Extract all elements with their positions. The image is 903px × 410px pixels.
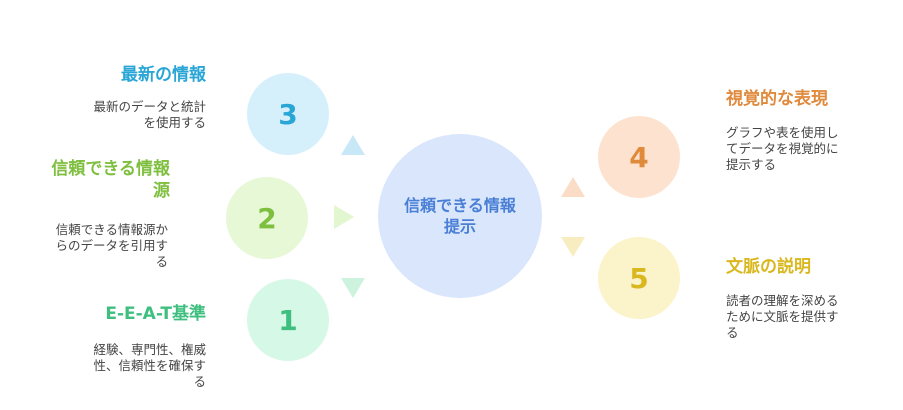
node-desc-1: 経験、専門性、権威 性、信頼性を確保す る <box>93 342 206 389</box>
arrow-node-4 <box>561 177 585 197</box>
node-title-3: 最新の情報 <box>121 65 206 85</box>
node-number-5: 5 <box>629 261 649 295</box>
node-number-4: 4 <box>629 140 649 174</box>
arrow-node-1 <box>341 278 365 298</box>
node-title-2: 信頼できる情報 源 <box>51 159 170 201</box>
node-desc-2: 信頼できる情報源か らのデータを引用す る <box>55 222 168 269</box>
node-title-4: 視覚的な表現 <box>726 89 828 109</box>
arrow-node-2 <box>334 205 354 229</box>
node-desc-3: 最新のデータと統計 を使用する <box>93 99 206 130</box>
node-number-1: 1 <box>278 303 298 337</box>
node-desc-4: グラフや表を使用し てデータを視覚的に 提示する <box>726 125 839 172</box>
center-label-line2: 提示 <box>443 217 476 236</box>
node-circle-3: 3 <box>247 73 329 155</box>
node-circle-4: 4 <box>598 116 680 198</box>
center-label-line1: 信頼できる情報 <box>404 196 516 215</box>
node-circle-1: 1 <box>247 279 329 361</box>
arrow-node-3 <box>341 135 365 155</box>
node-desc-5: 読者の理解を深める ために文脈を提供す る <box>726 293 839 340</box>
node-circle-2: 2 <box>226 177 308 259</box>
arrow-node-5 <box>561 237 585 257</box>
node-title-5: 文脈の説明 <box>726 257 811 277</box>
node-circle-5: 5 <box>598 237 680 319</box>
center-label: 信頼できる情報 提示 <box>378 134 542 298</box>
center-circle <box>378 134 542 298</box>
node-number-2: 2 <box>257 201 277 235</box>
node-number-3: 3 <box>278 97 298 131</box>
node-title-1: E-E-A-T基準 <box>105 304 206 324</box>
